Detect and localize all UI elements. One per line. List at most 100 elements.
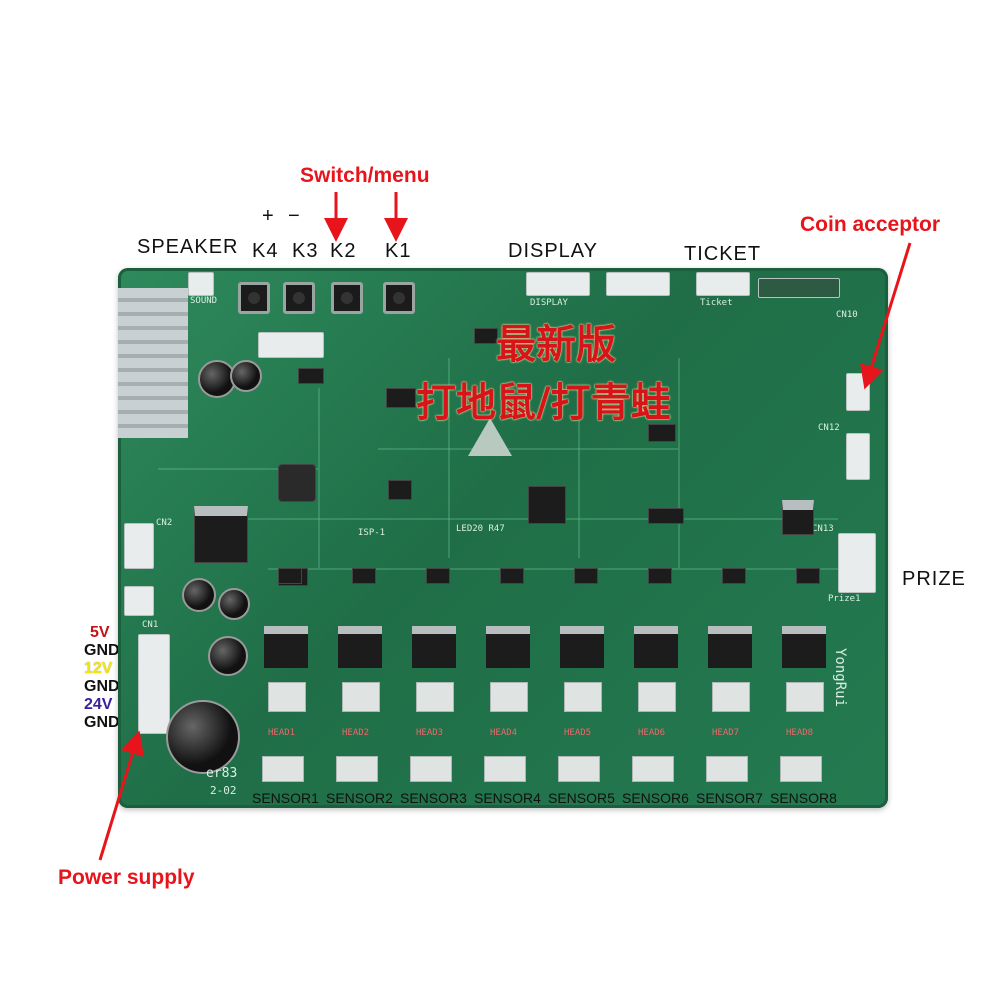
power-pin-label: 12V: [84, 660, 113, 677]
speaker-label: SPEAKER: [137, 236, 239, 258]
cn12-silk: CN12: [818, 423, 840, 433]
capacitor: [208, 636, 248, 676]
coin-acceptor-annotation: Coin acceptor: [800, 213, 941, 236]
sensor-label-5: SENSOR5: [548, 790, 615, 806]
sensor-connector-2[interactable]: [336, 756, 378, 782]
driver-ic: [278, 568, 302, 584]
head-connector-5[interactable]: [564, 682, 602, 712]
volume-knob[interactable]: [278, 464, 316, 502]
head-connector-2[interactable]: [342, 682, 380, 712]
head-connector-3[interactable]: [416, 682, 454, 712]
driver-ic: [648, 568, 672, 584]
sensor-label-6: SENSOR6: [622, 790, 689, 806]
k3-label: K3: [292, 240, 319, 262]
power-pin-label: GND: [84, 642, 120, 659]
ticket-connector[interactable]: [696, 272, 750, 296]
k3-button[interactable]: [283, 282, 315, 314]
date-silk: 2-02: [210, 784, 237, 797]
minus-label: −: [288, 205, 301, 227]
mosfet: [338, 626, 382, 668]
mosfet: [708, 626, 752, 668]
cn12-connector[interactable]: [846, 433, 870, 480]
driver-ic: [574, 568, 598, 584]
sensor-label-1: SENSOR1: [252, 790, 319, 806]
mosfet: [486, 626, 530, 668]
power-connector[interactable]: [138, 634, 170, 734]
mosfet: [782, 626, 826, 668]
k2-label: K2: [330, 240, 357, 262]
sensor-connector-6[interactable]: [632, 756, 674, 782]
capacitor: [182, 578, 216, 612]
prize1-silk: Prize1: [828, 594, 861, 604]
sound-silk: SOUND: [190, 296, 218, 306]
prize-connector[interactable]: [838, 533, 876, 593]
cn2-silk: CN2: [156, 518, 173, 528]
version-stamp: 最新版: [496, 322, 616, 368]
led-silk: LED20 R47: [456, 524, 505, 534]
mosfet: [634, 626, 678, 668]
cn10-silk: CN10: [836, 310, 858, 320]
sensor-label-4: SENSOR4: [474, 790, 541, 806]
brand-silk: YongRui: [832, 648, 848, 708]
display-silk: DISPLAY: [530, 298, 568, 308]
coin-acceptor-connector[interactable]: [846, 373, 870, 411]
head-connector-6[interactable]: [638, 682, 676, 712]
sensor-connector-3[interactable]: [410, 756, 452, 782]
head-silk: HEAD8: [786, 728, 814, 738]
sensor-label-8: SENSOR8: [770, 790, 837, 806]
head-connector-4[interactable]: [490, 682, 528, 712]
cn13-silk: CN13: [812, 524, 834, 534]
cn1-silk: CN1: [142, 620, 159, 630]
menu-header[interactable]: [258, 332, 324, 358]
microcontroller: [528, 486, 566, 524]
sensor-connector-8[interactable]: [780, 756, 822, 782]
head-silk: HEAD5: [564, 728, 592, 738]
head-connector-1[interactable]: [268, 682, 306, 712]
sensor-connector-7[interactable]: [706, 756, 748, 782]
circuit-board: SOUND DISPLAY Ticket CN10 CN12 CN13 Priz…: [118, 268, 888, 808]
sensor-label-2: SENSOR2: [326, 790, 393, 806]
large-capacitor: [166, 700, 240, 774]
prize-label: PRIZE: [902, 568, 966, 590]
sensor-label-7: SENSOR7: [696, 790, 763, 806]
cn2-connector[interactable]: [124, 523, 154, 569]
sensor-connector-1[interactable]: [262, 756, 304, 782]
head-silk: HEAD7: [712, 728, 740, 738]
head-connector-7[interactable]: [712, 682, 750, 712]
speaker-connector[interactable]: [188, 272, 214, 296]
head-silk: HEAD1: [268, 728, 296, 738]
small-left-connector[interactable]: [124, 586, 154, 616]
power-pin-label: 5V: [90, 624, 110, 641]
power-supply-annotation: Power supply: [58, 866, 195, 889]
sensor-label-3: SENSOR3: [400, 790, 467, 806]
heatsink: [118, 288, 188, 438]
power-pin-label: GND: [84, 678, 120, 695]
mosfet: [560, 626, 604, 668]
display-label: DISPLAY: [508, 240, 598, 262]
k4-label: K4: [252, 240, 279, 262]
power-pin-label: 24V: [84, 696, 113, 713]
head-silk: HEAD4: [490, 728, 518, 738]
capacitor: [218, 588, 250, 620]
display-connector-2[interactable]: [606, 272, 670, 296]
k2-button[interactable]: [331, 282, 363, 314]
k4-button[interactable]: [238, 282, 270, 314]
driver-ic: [426, 568, 450, 584]
revision-silk: er83: [206, 766, 238, 781]
mosfet: [264, 626, 308, 668]
driver-ic: [722, 568, 746, 584]
display-connector[interactable]: [526, 272, 590, 296]
sensor-connector-5[interactable]: [558, 756, 600, 782]
isp-silk: ISP-1: [358, 528, 386, 538]
capacitor: [230, 360, 262, 392]
head-silk: HEAD3: [416, 728, 444, 738]
k1-button[interactable]: [383, 282, 415, 314]
head-silk: HEAD6: [638, 728, 666, 738]
head-silk: HEAD2: [342, 728, 370, 738]
plus-label: +: [262, 205, 275, 227]
power-pin-label: GND: [84, 714, 120, 731]
sensor-connector-4[interactable]: [484, 756, 526, 782]
voltage-regulator: [782, 500, 814, 535]
header-top-right[interactable]: [758, 278, 840, 298]
head-connector-8[interactable]: [786, 682, 824, 712]
